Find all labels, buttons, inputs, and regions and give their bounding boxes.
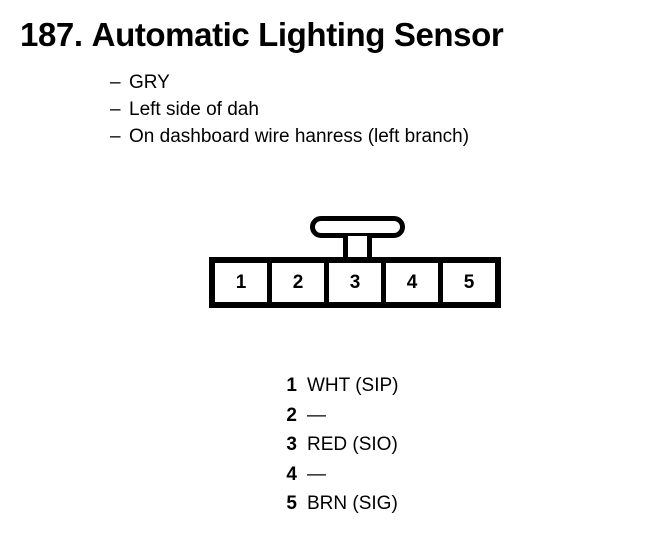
note-item: –Left side of dah	[110, 96, 469, 123]
connector-diagram: 1 2 3 4 5	[209, 216, 501, 308]
latch-bar	[310, 216, 405, 238]
legend-row: 1 WHT (SIP)	[277, 371, 398, 401]
legend-pin-value: BRN (SIG)	[307, 493, 398, 514]
section-title-text: Automatic Lighting Sensor	[91, 16, 504, 53]
legend-row: 4 —	[277, 460, 398, 490]
legend-pin-value: —	[307, 404, 326, 426]
bullet-dash-icon: –	[110, 126, 121, 147]
connector-body: 1 2 3 4 5	[209, 257, 501, 308]
pin-legend: 1 WHT (SIP) 2 — 3 RED (SIO) 4 — 5 BRN (S…	[277, 371, 398, 519]
legend-pin-number: 3	[286, 434, 297, 455]
bullet-dash-icon: –	[110, 72, 121, 93]
pin-cell: 1	[215, 263, 267, 302]
pin-cell: 3	[329, 263, 381, 302]
legend-pin-number: 4	[286, 463, 297, 485]
legend-pin-value: WHT (SIP)	[307, 375, 399, 396]
note-item: –GRY	[110, 69, 469, 96]
pin-cell: 4	[386, 263, 438, 302]
latch-tab-icon	[310, 216, 405, 261]
pin-cell: 2	[272, 263, 324, 302]
legend-pin-value: RED (SIO)	[307, 434, 398, 455]
legend-pin-number: 1	[286, 375, 297, 396]
bullet-dash-icon: –	[110, 99, 121, 120]
note-item: –On dashboard wire hanress (left branch)	[110, 123, 469, 150]
legend-row: 3 RED (SIO)	[277, 430, 398, 460]
legend-row: 2 —	[277, 401, 398, 431]
latch-neck	[343, 236, 372, 261]
notes-list: –GRY –Left side of dah –On dashboard wir…	[110, 69, 469, 150]
note-item-text: On dashboard wire hanress (left branch)	[129, 126, 470, 147]
pin-cell: 5	[443, 263, 495, 302]
section-number: 187.	[20, 16, 83, 53]
note-item-text: GRY	[129, 72, 170, 93]
legend-pin-number: 5	[286, 493, 297, 514]
note-item-text: Left side of dah	[129, 99, 259, 120]
legend-row: 5 BRN (SIG)	[277, 489, 398, 519]
legend-pin-value: —	[307, 463, 326, 485]
legend-pin-number: 2	[286, 404, 297, 426]
page-title: 187.Automatic Lighting Sensor	[20, 16, 504, 53]
